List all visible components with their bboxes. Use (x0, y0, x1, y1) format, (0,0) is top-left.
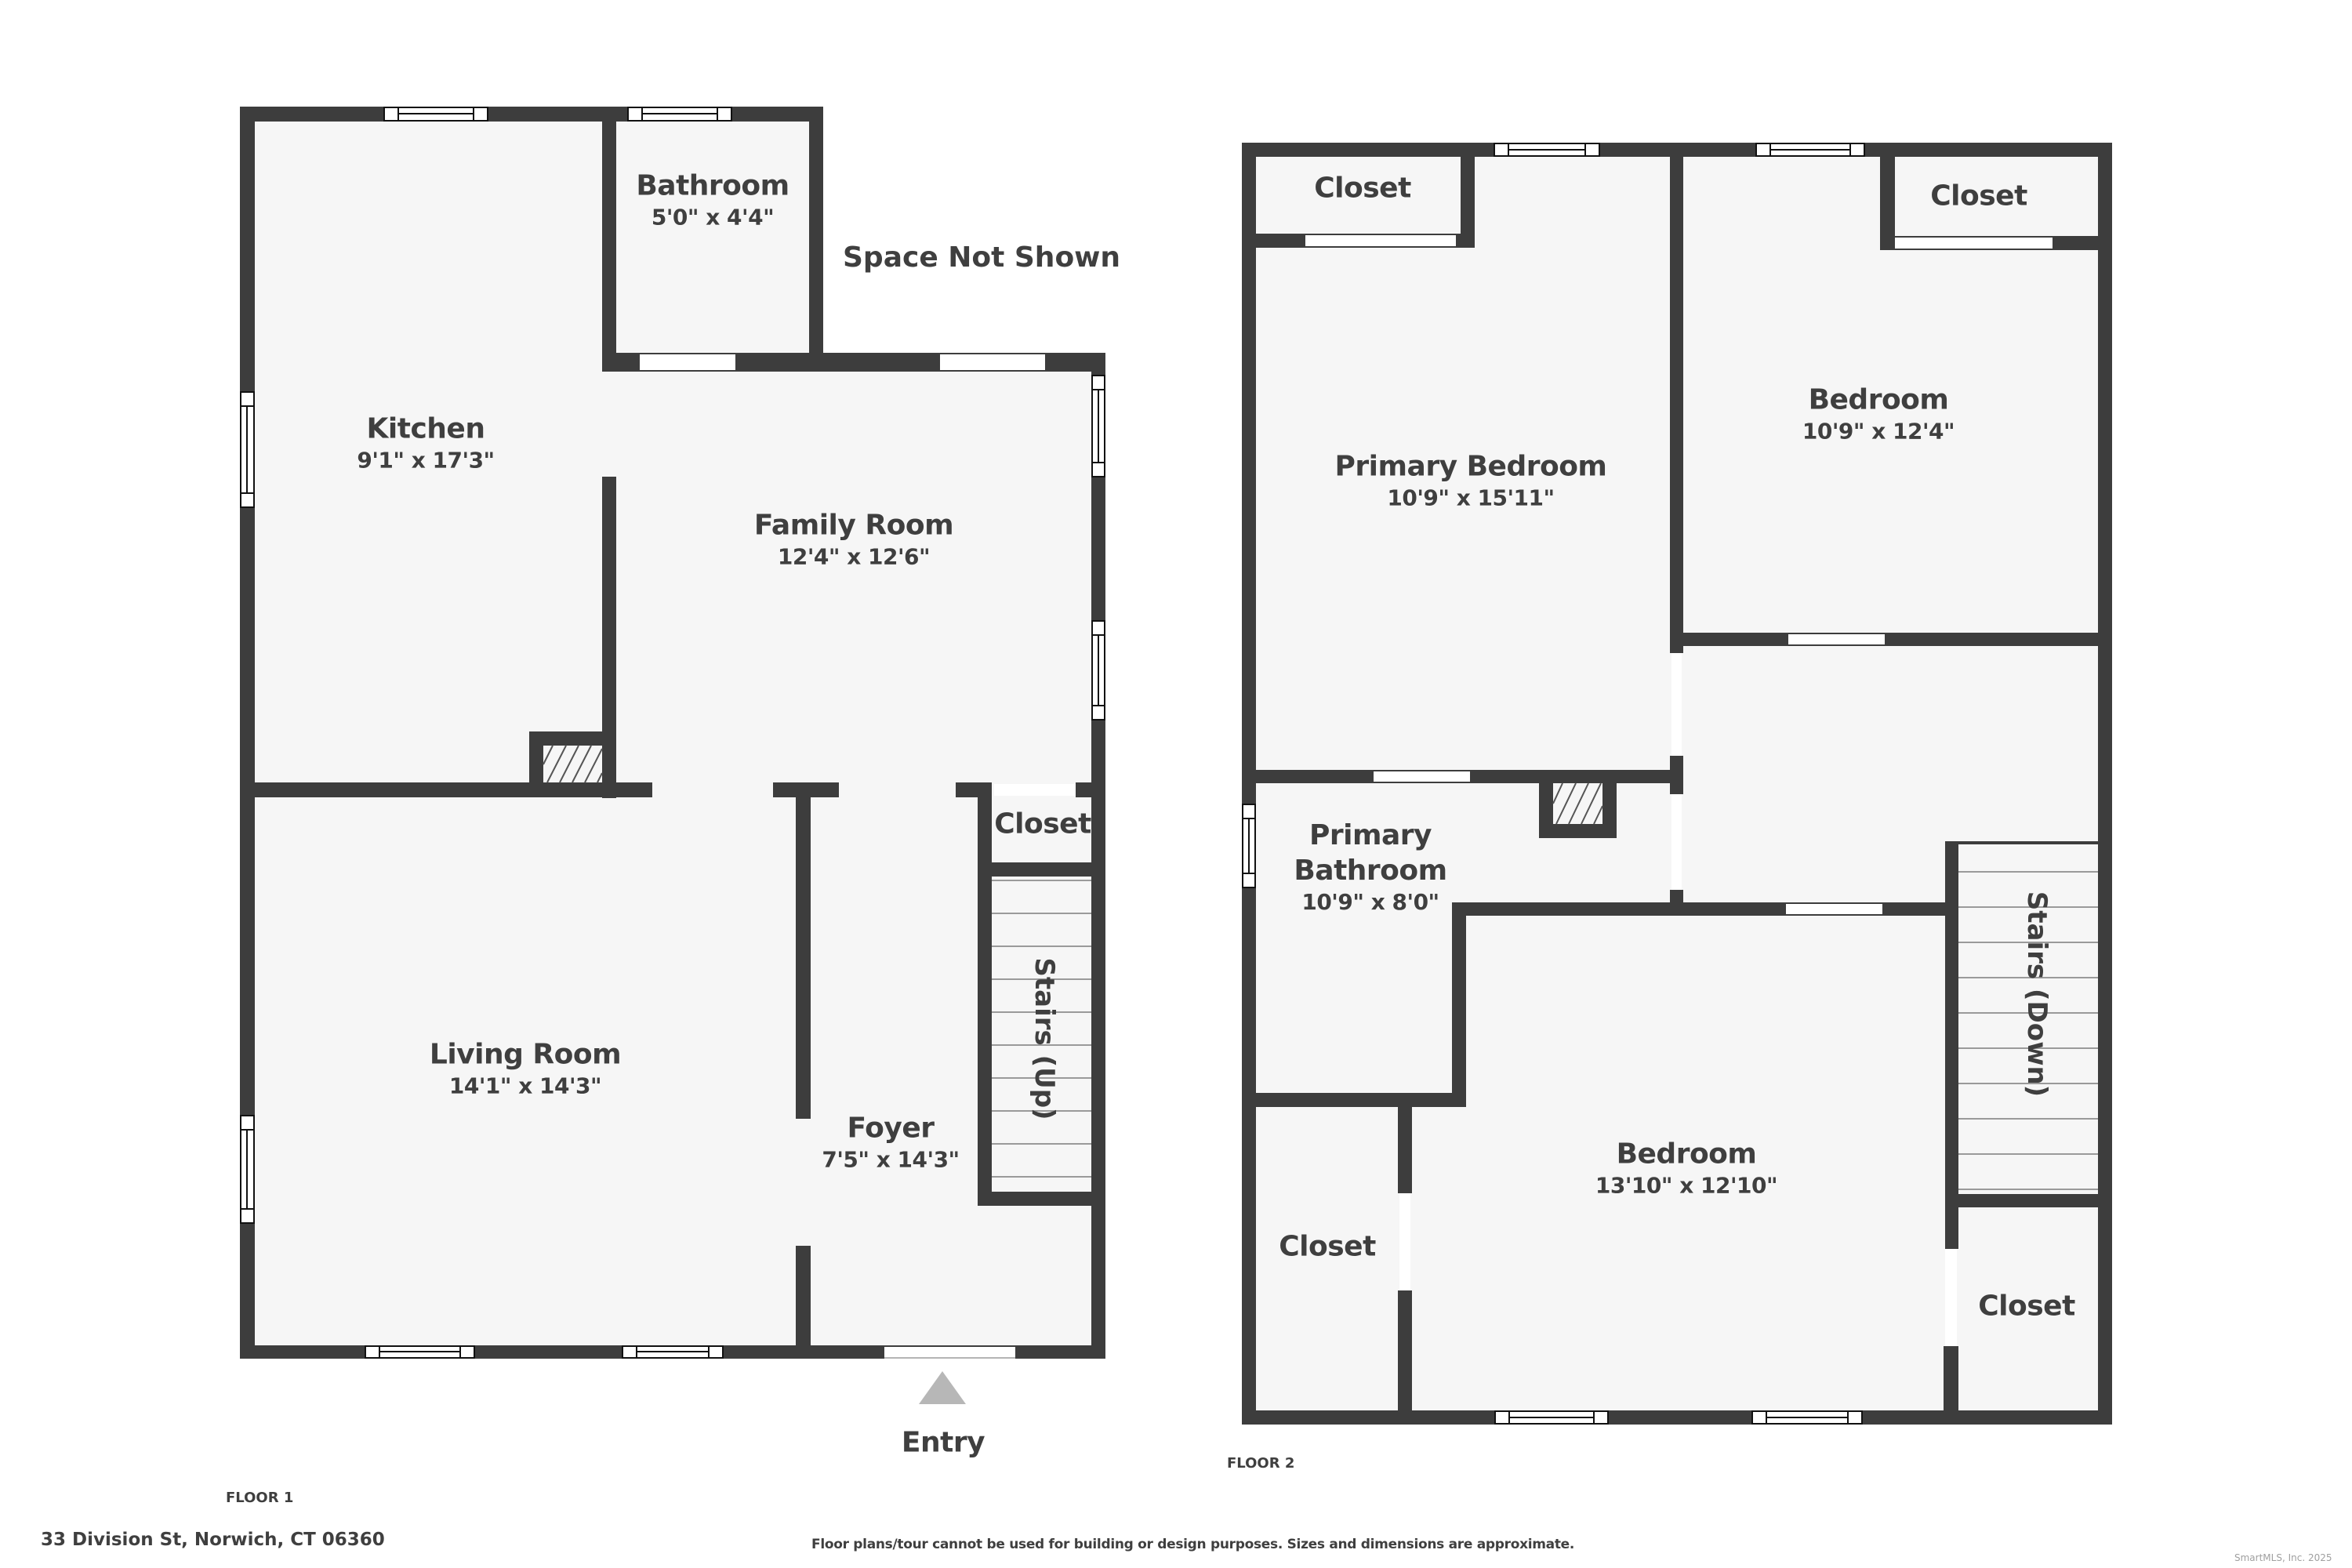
room-name-line2: Bathroom (1294, 855, 1447, 887)
room-label-closet: Closet (1314, 171, 1411, 205)
floor-1-plan (240, 94, 1121, 1359)
room-dimensions: 5'0" x 4'4" (651, 204, 775, 230)
room-label-living-room: Living Room 14'1" x 14'3" (429, 1038, 622, 1100)
window (627, 107, 732, 122)
copyright-text: SmartMLS, Inc. 2025 (2234, 1552, 2332, 1563)
room-dimensions: 10'9" x 8'0" (1301, 889, 1439, 916)
room-name: Primary Bedroom (1334, 450, 1607, 483)
room-name: Closet (1978, 1290, 2075, 1323)
room-label-primary-bathroom: Primary Bathroom 10'9" x 8'0" (1294, 818, 1447, 916)
room-dimensions: 12'4" x 12'6" (777, 543, 931, 570)
room-label-closet: Closet (1930, 179, 2027, 212)
entry-text: Entry (901, 1426, 985, 1459)
room-dimensions: 7'5" x 14'3" (822, 1146, 960, 1173)
window (1242, 804, 1256, 888)
stairs-up-label: Stairs (Up) (1029, 957, 1060, 1120)
chimney-hatch (1552, 782, 1603, 825)
stairs-down-label: Stairs (Down) (2021, 891, 2053, 1098)
room-label-bedroom: Bedroom 10'9" x 12'4" (1802, 383, 1955, 445)
window (240, 391, 255, 508)
floor-1-label: FLOOR 1 (226, 1490, 294, 1506)
wall (240, 107, 823, 122)
space-not-shown-label: Space Not Shown (843, 241, 1121, 274)
room-name: Closet (1930, 180, 2027, 212)
room-name: Family Room (753, 509, 954, 542)
window (240, 1115, 255, 1224)
window (1494, 143, 1600, 157)
entry-arrow-icon (919, 1371, 966, 1404)
chimney-hatch (543, 745, 603, 783)
room-name: Bathroom (636, 169, 789, 202)
window (1091, 375, 1105, 477)
room-label-bedroom: Bedroom 13'10" x 12'10" (1595, 1138, 1778, 1200)
room-name-line1: Primary (1308, 819, 1432, 852)
window (1494, 1410, 1609, 1425)
window (365, 1345, 475, 1359)
room-label-closet: Closet (1978, 1289, 2075, 1323)
room-dimensions: 13'10" x 12'10" (1595, 1172, 1778, 1199)
room-dimensions: 10'9" x 15'11" (1387, 485, 1555, 511)
floor-2-label: FLOOR 2 (1227, 1455, 1295, 1472)
stairs-down-treads (1958, 871, 2098, 1190)
room-name: Bedroom (1616, 1138, 1757, 1171)
room-name: Bedroom (1808, 383, 1949, 416)
room-name: Closet (1314, 172, 1411, 205)
room-name: Living Room (429, 1038, 622, 1071)
stairs-up-treads (992, 880, 1091, 1178)
window (1755, 143, 1865, 157)
room-label-primary-bedroom: Primary Bedroom 10'9" x 15'11" (1335, 450, 1607, 512)
room-label-bathroom: Bathroom 5'0" x 4'4" (636, 169, 789, 231)
room-label-closet: Closet (994, 807, 1091, 840)
entry-label: Entry (902, 1425, 985, 1459)
room-label-family-room: Family Room 12'4" x 12'6" (753, 509, 954, 571)
window (1091, 620, 1105, 720)
room-dimensions: 14'1" x 14'3" (448, 1073, 602, 1099)
room-dimensions: 10'9" x 12'4" (1802, 418, 1955, 445)
floor-2-plan (1242, 143, 2112, 1425)
room-name: Closet (994, 808, 1091, 840)
room-name: Closet (1279, 1230, 1376, 1263)
room-name: Foyer (847, 1112, 935, 1145)
window (1751, 1410, 1863, 1425)
room-name: Kitchen (366, 412, 485, 445)
room-label-closet: Closet (1279, 1229, 1376, 1263)
room-dimensions: 9'1" x 17'3" (357, 447, 495, 474)
room-label-foyer: Foyer 7'5" x 14'3" (822, 1112, 960, 1174)
disclaimer-text: Floor plans/tour cannot be used for buil… (811, 1537, 1575, 1552)
window (622, 1345, 724, 1359)
room-label-kitchen: Kitchen 9'1" x 17'3" (357, 412, 495, 474)
window (383, 107, 488, 122)
property-address: 33 Division St, Norwich, CT 06360 (41, 1530, 385, 1550)
